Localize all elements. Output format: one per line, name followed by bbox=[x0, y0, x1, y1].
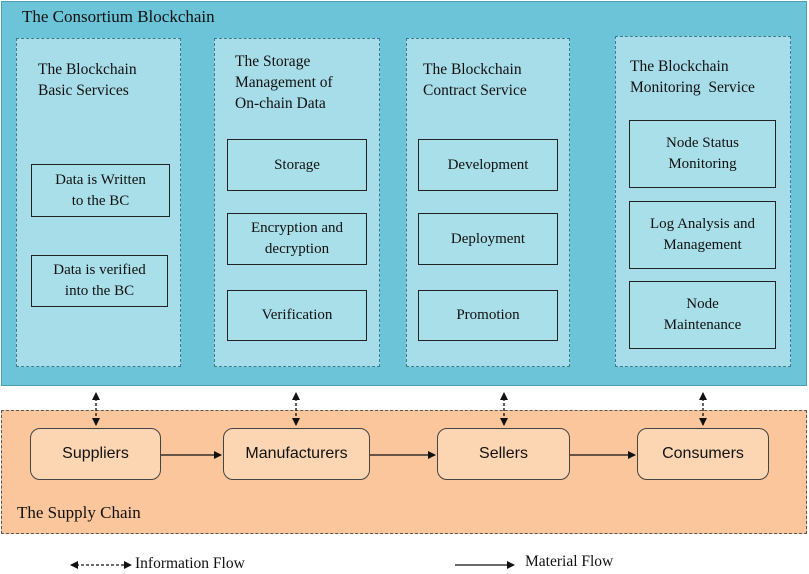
function-development: Development bbox=[418, 139, 558, 191]
actor-manufacturers: Manufacturers bbox=[223, 428, 370, 480]
supply-chain-title: The Supply Chain bbox=[17, 503, 141, 522]
service-contract-title: The Blockchain Contract Service bbox=[423, 61, 527, 99]
function-deployment: Deployment bbox=[418, 213, 558, 265]
actor-suppliers: Suppliers bbox=[30, 428, 161, 480]
actor-sellers: Sellers bbox=[437, 428, 570, 480]
consortium-blockchain-title: The Consortium Blockchain bbox=[22, 7, 215, 26]
legend-information-flow-label: Information Flow bbox=[135, 555, 245, 572]
service-monitoring-title: The Blockchain Monitoring Service bbox=[630, 58, 755, 96]
function-storage: Storage bbox=[227, 139, 367, 191]
function-promotion: Promotion bbox=[418, 290, 558, 341]
service-basic-services-title: The Blockchain Basic Services bbox=[38, 61, 137, 99]
service-storage-management-title: The Storage Management of On-chain Data bbox=[235, 53, 333, 112]
actor-consumers: Consumers bbox=[637, 428, 769, 480]
function-verification: Verification bbox=[227, 290, 367, 341]
legend-material-flow-label: Material Flow bbox=[525, 553, 614, 570]
